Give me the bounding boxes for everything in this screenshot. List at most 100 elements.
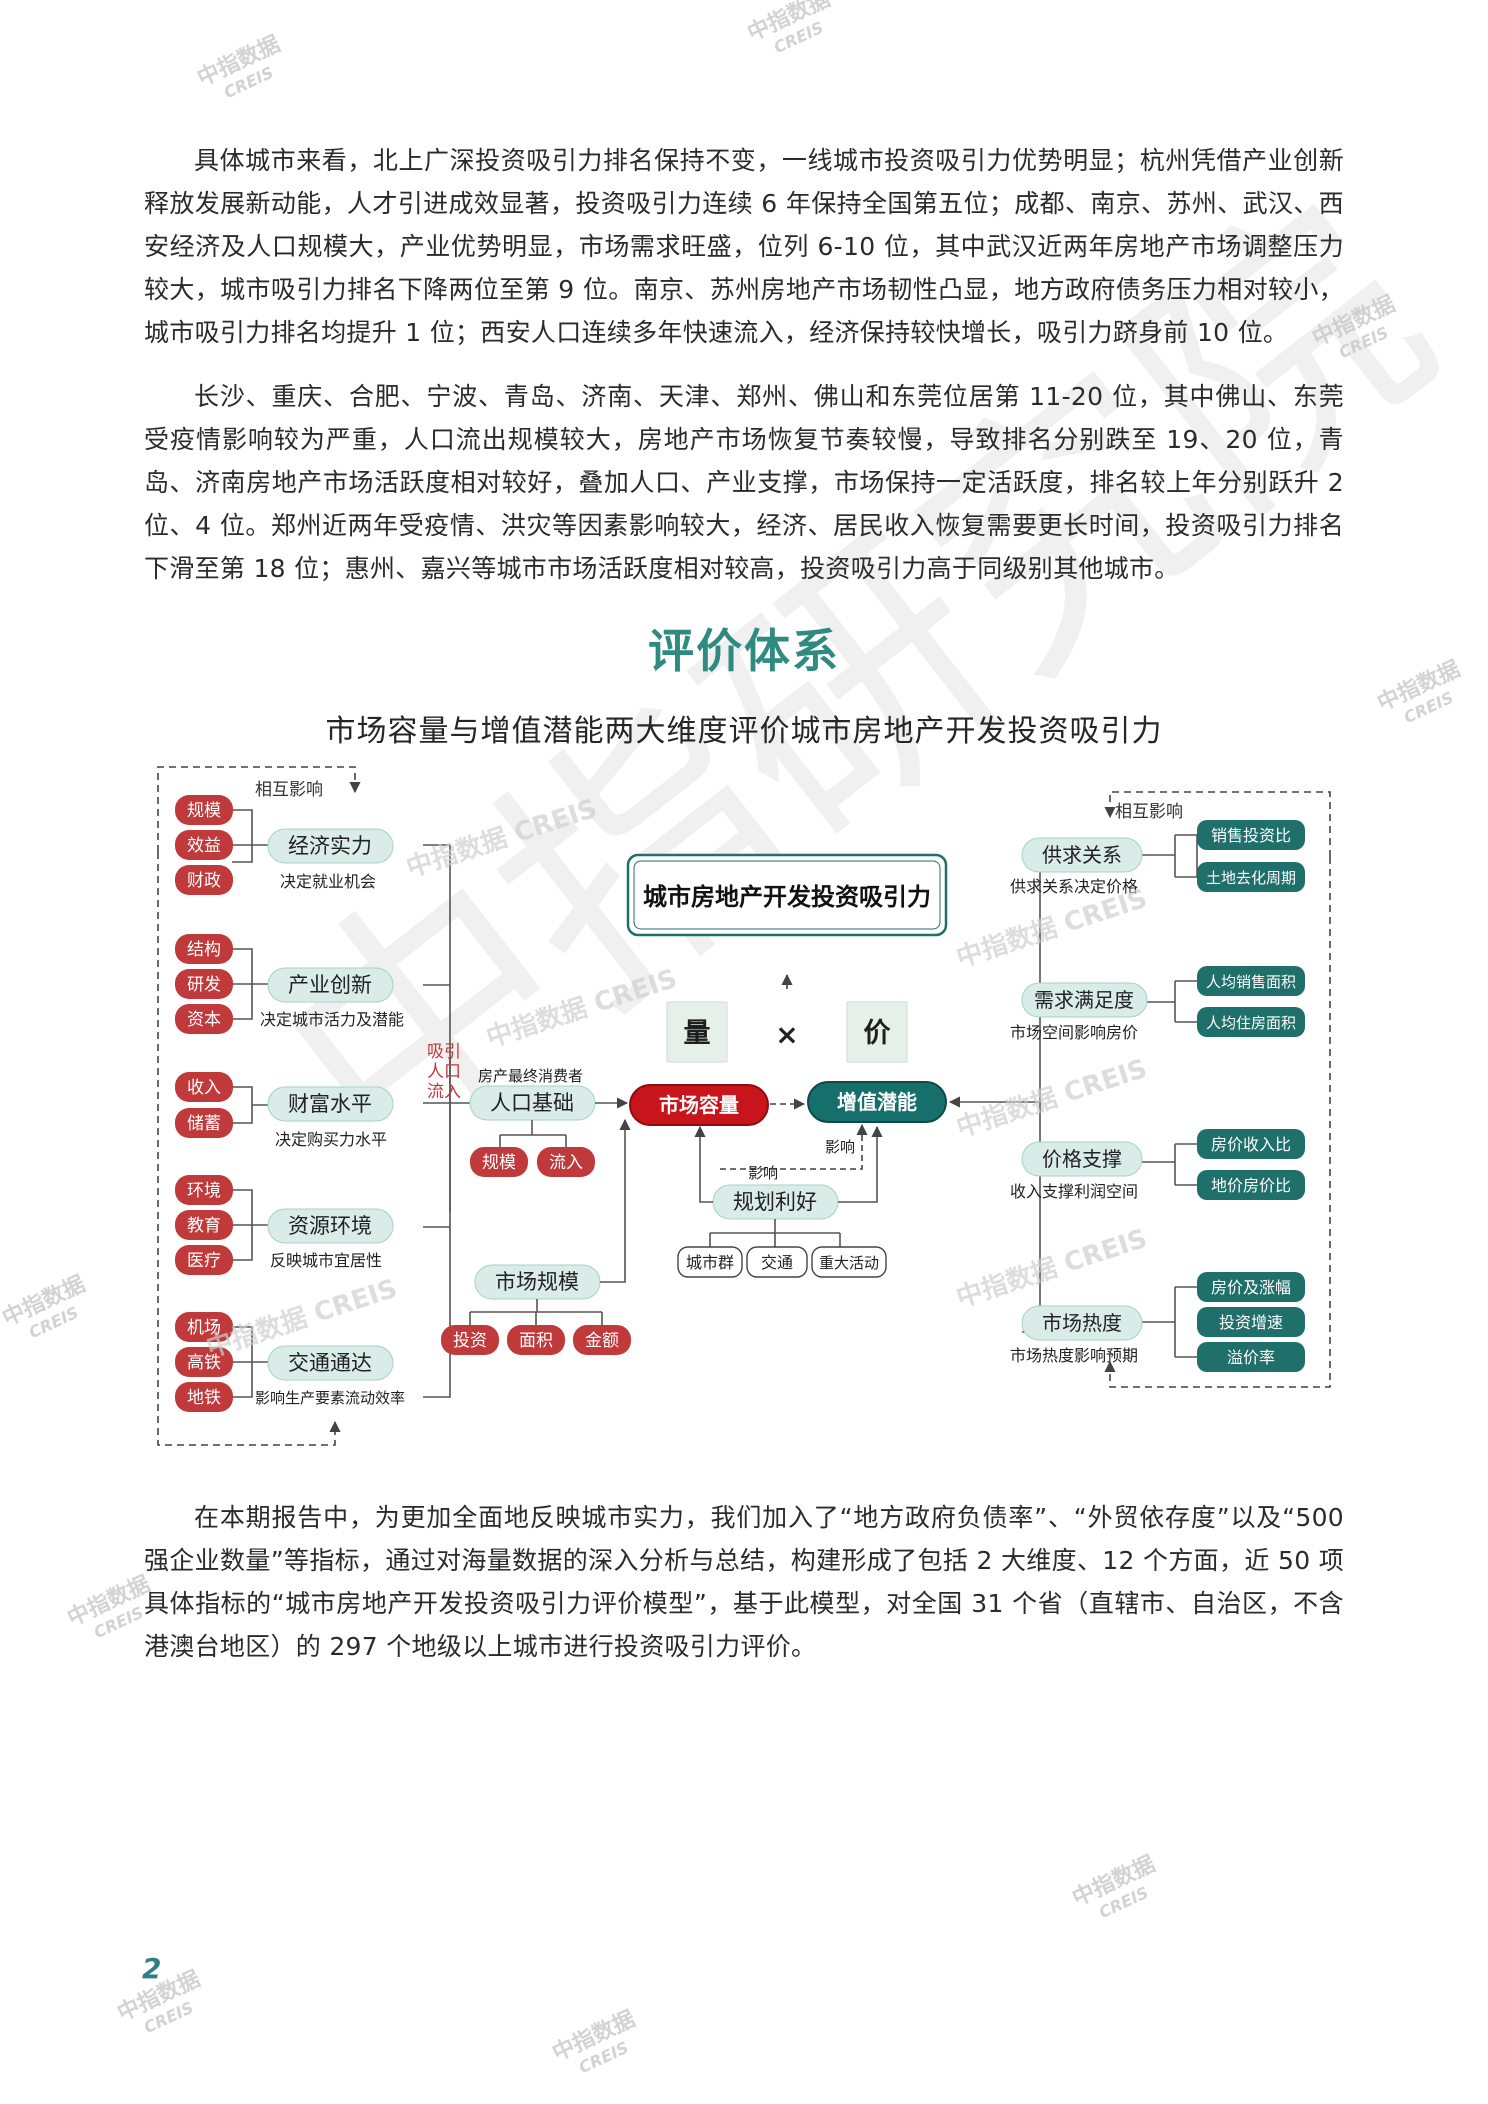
pill-shichangredu: 市场热度	[1042, 1311, 1122, 1335]
page-number: 2	[142, 1952, 162, 1985]
left-dashed-frame-top	[157, 766, 361, 852]
tag-mkt-jine: 金额	[585, 1331, 619, 1351]
body-paragraph-2: 长沙、重庆、合肥、宁波、青岛、济南、天津、郑州、佛山和东莞位居第 11-20 位…	[144, 382, 1344, 583]
svg-text:规划利好: 规划利好	[733, 1190, 817, 1214]
pill-gongqiuguanxi: 供求关系	[1042, 843, 1122, 867]
tag-pop-guimo: 规模	[482, 1153, 516, 1173]
right-dashed-frame-bottom	[1104, 857, 1331, 1388]
desc-shichangredu: 市场热度影响预期	[1010, 1346, 1138, 1365]
pill-chanyechuangxin: 产业创新	[288, 973, 372, 997]
tag-tudiquhuazhouqi: 土地去化周期	[1206, 869, 1296, 887]
desc-ziyuanhuanjing: 反映城市宜居性	[270, 1251, 382, 1270]
left-pill-group: 经济实力 决定就业机会 产业创新 决定城市活力及潜能 财富水平 决定购买力水平 …	[255, 828, 405, 1407]
mutual-influence-left: 相互影响	[255, 780, 323, 800]
tag-shouru: 收入	[187, 1078, 221, 1098]
tag-huanjing: 环境	[187, 1181, 221, 1201]
desc-caifushuiping: 决定购买力水平	[275, 1130, 387, 1149]
tag-jiegou: 结构	[187, 940, 221, 960]
tag-yijialv: 溢价率	[1227, 1348, 1275, 1367]
tag-dijiafangjiabi: 地价房价比	[1211, 1176, 1291, 1195]
attract-label-1: 吸引	[427, 1042, 461, 1062]
tag-chengshiqun: 城市群	[686, 1253, 734, 1272]
tag-fangjiashourubi: 房价收入比	[1211, 1135, 1291, 1154]
svg-text:中指数据 CREIS: 中指数据 CREIS	[953, 884, 1151, 974]
tag-jiaotong: 交通	[761, 1253, 793, 1272]
evaluation-system-diagram: 相互影响 相互影响 规模 效益 财政 结构 研发 资本 收入 储蓄 环境 教育 …	[157, 766, 1331, 1446]
tag-mkt-mianji: 面积	[519, 1331, 553, 1351]
tag-jiaoyu: 教育	[187, 1216, 221, 1236]
tag-guimo: 规模	[187, 801, 221, 821]
tag-xiaoshoutouzibi: 销售投资比	[1211, 826, 1291, 845]
tag-chuxu: 储蓄	[187, 1114, 221, 1134]
section-title: 评价体系	[648, 624, 840, 678]
tag-caizheng: 财政	[187, 871, 221, 891]
desc-chanyechuangxin: 决定城市活力及潜能	[260, 1010, 404, 1029]
pill-caifushuiping: 财富水平	[288, 1092, 372, 1116]
tag-touzizengsu: 投资增速	[1219, 1313, 1283, 1332]
pill-renkoujichu: 人口基础	[469, 1085, 596, 1121]
capacity-node: 市场容量	[629, 1084, 769, 1126]
tag-renjunzhufangmianji: 人均住房面积	[1206, 1014, 1296, 1032]
right-dashed-frame-top	[1104, 791, 1331, 857]
body-paragraph-3: 在本期报告中，为更加全面地反映城市实力，我们加入了“地方政府负债率”、“外贸依存…	[144, 1503, 1344, 1661]
left-tag-group: 规模 效益 财政 结构 研发 资本 收入 储蓄 环境 教育 医疗 机场 高铁 地…	[175, 795, 233, 1412]
consumer-note: 房产最终消费者	[478, 1067, 583, 1085]
tag-renjunxiaoshoumianji: 人均销售面积	[1206, 973, 1296, 991]
mutual-influence-right: 相互影响	[1115, 802, 1183, 822]
pill-guihualihao: 规划利好	[712, 1184, 839, 1220]
desc-jiaotongtongda: 影响生产要素流动效率	[255, 1389, 405, 1407]
times-sign: ×	[775, 1018, 798, 1051]
pill-jingjishili: 经济实力	[288, 834, 372, 858]
pill-jiagezhicheng: 价格支撑	[1042, 1147, 1122, 1171]
diagram-title: 市场容量与增值潜能两大维度评价城市房地产开发投资吸引力	[325, 714, 1163, 749]
svg-text:市场规模: 市场规模	[495, 1270, 579, 1294]
desc-gongqiuguanxi: 供求关系决定价格	[1010, 877, 1138, 896]
tag-pop-liuru: 流入	[549, 1153, 583, 1173]
tag-yanfa: 研发	[187, 975, 221, 995]
pill-ziyuanhuanjing: 资源环境	[288, 1214, 372, 1238]
svg-text:市场容量: 市场容量	[659, 1093, 739, 1117]
tag-yiliao: 医疗	[187, 1251, 221, 1271]
attract-label-2: 人口	[427, 1062, 461, 1082]
influence-top-label: 影响	[748, 1164, 778, 1182]
body-paragraph-1: 具体城市来看，北上广深投资吸引力排名保持不变，一线城市投资吸引力优势明显；杭州凭…	[144, 146, 1344, 347]
svg-text:价: 价	[864, 1018, 892, 1049]
tag-mkt-touzi: 投资	[453, 1331, 487, 1351]
svg-text:人口基础: 人口基础	[490, 1091, 574, 1115]
planning-dashed-link	[720, 1123, 868, 1170]
right-pill-group: 供求关系 供求关系决定价格 需求满足度 市场空间影响房价 价格支撑 收入支撑利润…	[1010, 837, 1148, 1365]
desc-jiagezhicheng: 收入支撑利润空间	[1010, 1182, 1138, 1201]
right-tag-group: 销售投资比 土地去化周期 人均销售面积 人均住房面积 房价收入比 地价房价比 房…	[1197, 820, 1305, 1372]
tag-fangjiajizhangfu: 房价及涨幅	[1211, 1278, 1291, 1297]
svg-text:城市房地产开发投资吸引力: 城市房地产开发投资吸引力	[643, 883, 931, 911]
tag-xiaoyi: 效益	[187, 836, 221, 856]
left-connectors	[232, 809, 470, 1398]
liang-box: 量	[666, 1001, 728, 1063]
svg-text:中指数据 CREIS: 中指数据 CREIS	[953, 1054, 1151, 1144]
tag-ziben: 资本	[187, 1010, 221, 1030]
tag-jichang: 机场	[187, 1318, 221, 1338]
attract-label-3: 流入	[427, 1082, 461, 1102]
tag-zhongdahuodong: 重大活动	[819, 1254, 879, 1272]
potential-node: 增值潜能	[807, 1081, 947, 1123]
market-connectors	[469, 1118, 631, 1325]
population-connectors	[499, 1097, 629, 1147]
svg-text:中指数据 CREIS: 中指数据 CREIS	[953, 1224, 1151, 1314]
pill-jiaotongtongda: 交通通达	[288, 1351, 372, 1375]
pill-xuqiumanzudu: 需求满足度	[1034, 988, 1134, 1012]
center-title-box: 城市房地产开发投资吸引力	[626, 853, 948, 937]
svg-text:中指数据 CREIS: 中指数据 CREIS	[483, 964, 681, 1054]
svg-text:量: 量	[684, 1018, 711, 1049]
desc-jingjishili: 决定就业机会	[280, 872, 376, 891]
tag-gaotie: 高铁	[187, 1353, 221, 1373]
influence-right-label: 影响	[825, 1138, 855, 1156]
svg-text:中指数据 CREIS: 中指数据 CREIS	[403, 794, 601, 884]
desc-xuqiumanzudu: 市场空间影响房价	[1010, 1023, 1138, 1042]
pill-shichangguimo: 市场规模	[474, 1264, 601, 1300]
